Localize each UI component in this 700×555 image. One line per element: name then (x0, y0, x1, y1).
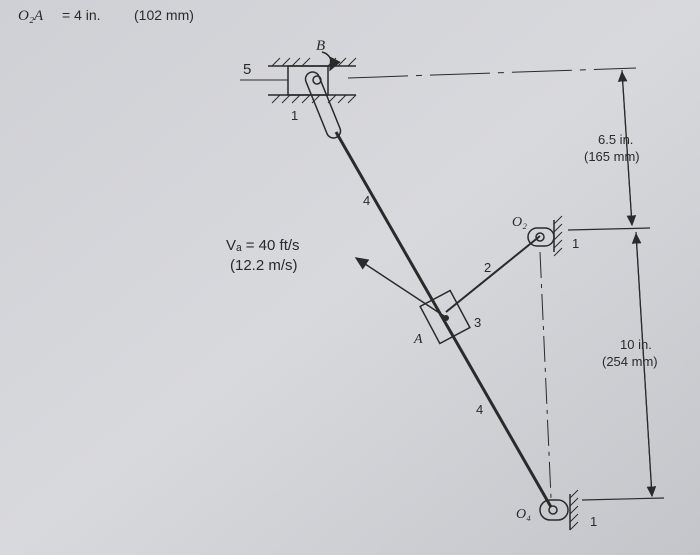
pin-a (443, 315, 449, 321)
dim-upper-in: 6.5 in. (598, 132, 633, 147)
label-ground-1-o4: 1 (590, 514, 597, 529)
header-equation: = 4 in. (62, 7, 101, 23)
reference-line-top (347, 67, 637, 79)
label-pivot-o4: O₄ (516, 507, 531, 522)
pivot-o4 (539, 489, 579, 531)
label-point-a: A (413, 332, 423, 347)
label-pivot-o2: O₂ (512, 215, 527, 230)
dim-lower-mm: (254 mm) (602, 354, 658, 369)
dim-upper-mm: (165 mm) (584, 149, 640, 164)
label-point-b: B (316, 38, 325, 54)
label-slider-5: 5 (243, 61, 251, 78)
dim-lower-in: 10 in. (620, 337, 652, 352)
header-o2a: O₂A (18, 8, 44, 24)
link-2 (445, 235, 541, 313)
velocity-label-line1: Vₐ = 40 ft/s (226, 237, 300, 254)
slider-block-3 (419, 289, 471, 345)
header-formula: O₂A = 4 in. (102 mm) (18, 7, 194, 24)
pivot-o2 (527, 215, 563, 257)
velocity-label-line2: (12.2 m/s) (230, 257, 298, 274)
label-link-4-lower: 4 (476, 402, 483, 417)
pin-b-arrow (321, 51, 341, 72)
label-link-4-upper: 4 (363, 193, 370, 208)
label-block-3: 3 (474, 315, 481, 330)
velocity-arrow (354, 257, 445, 317)
pin-b (312, 75, 322, 85)
header-mm: (102 mm) (134, 7, 194, 23)
label-link-2: 2 (484, 260, 491, 275)
dimension-lines (567, 69, 665, 501)
label-ground-1-top: 1 (291, 108, 298, 123)
link-4-sleeve (304, 71, 342, 139)
label-ground-1-o2: 1 (572, 236, 579, 251)
